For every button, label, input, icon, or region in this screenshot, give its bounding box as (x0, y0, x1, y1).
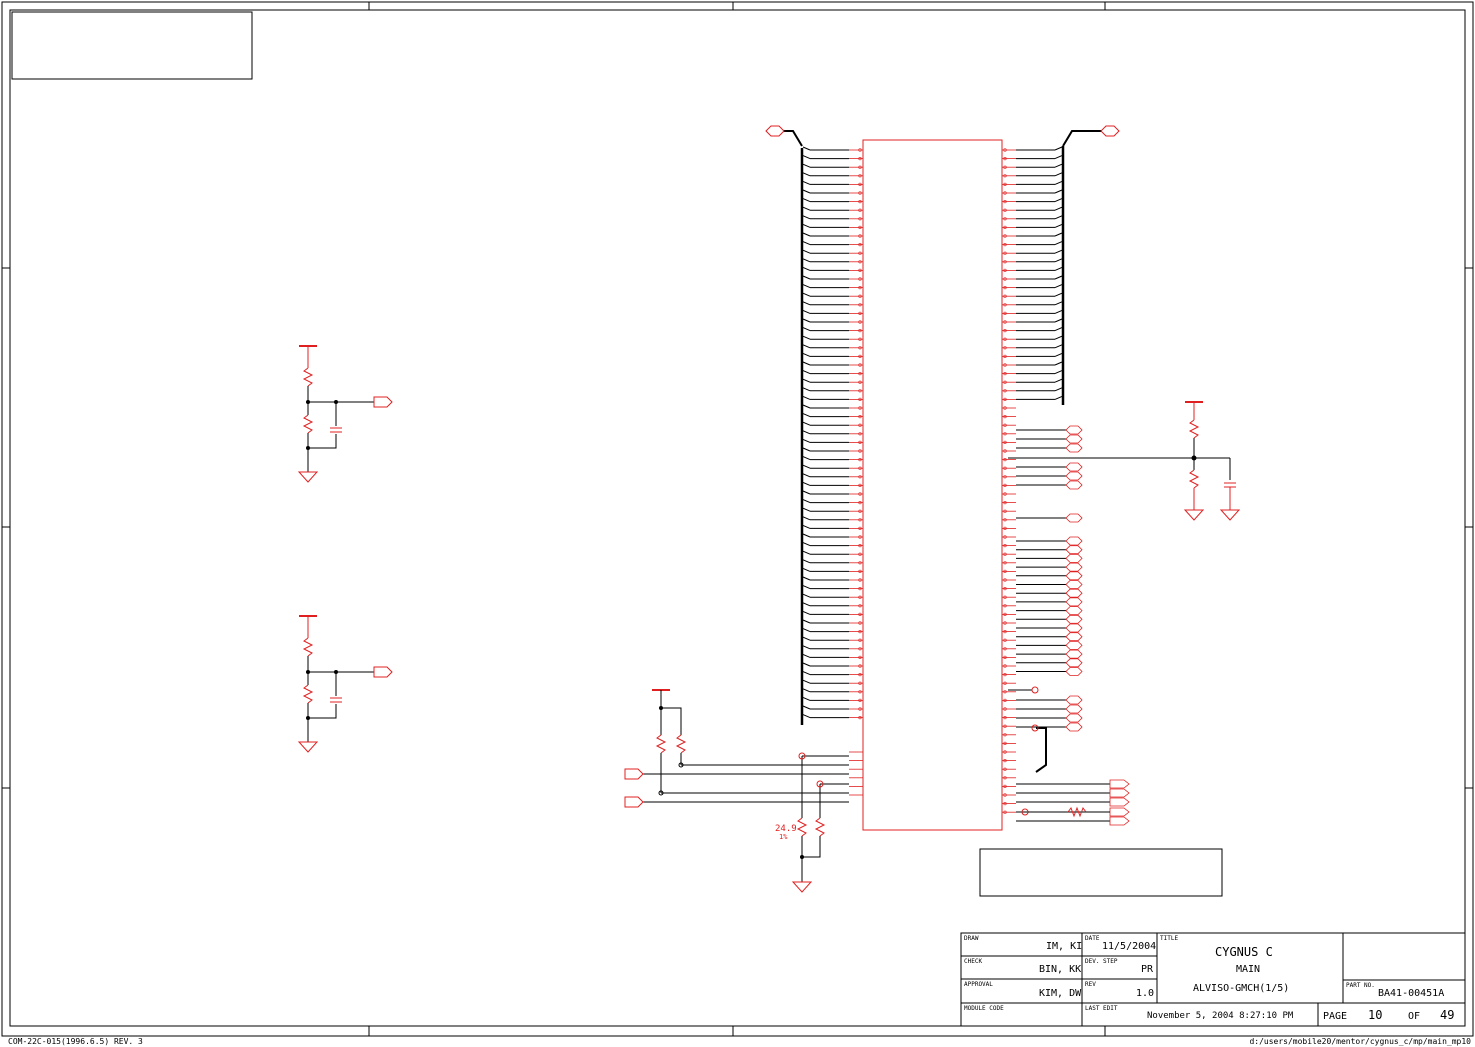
left-resistor-divider-2 (297, 615, 393, 753)
resistor-value-label: 24.9 (775, 824, 797, 834)
approval-label: APPROVAL (964, 981, 993, 988)
left-resistor-divider-1 (297, 345, 393, 483)
title-label: TITLE (1160, 935, 1179, 942)
dev-step-label: DEV. STEP (1085, 958, 1118, 965)
gmch-ic-body (862, 139, 1003, 831)
note-box-bottom (979, 848, 1223, 897)
right-data-bus (1061, 125, 1120, 405)
gmch-right-pins (1002, 146, 1063, 814)
date-value: 11/5/2004 (1102, 941, 1157, 952)
title-line-2: MAIN (1236, 964, 1261, 975)
bottom-left-resistor-network (624, 689, 849, 893)
module-code-label: MODULE CODE (964, 1005, 1004, 1012)
gmch-left-pins (802, 146, 863, 796)
page-label: PAGE (1323, 1011, 1348, 1022)
page-value: 10 (1368, 1008, 1383, 1022)
last-edit-label: LAST EDIT (1085, 1005, 1118, 1012)
title-block (960, 932, 1466, 1027)
approval-value: KIM, DW (1039, 988, 1082, 999)
right-lower-signals (1008, 686, 1110, 818)
file-path: d:/users/mobile20/mentor/cygnus_c/mp/mai… (1249, 1037, 1471, 1046)
resistor-tolerance-label: 1% (779, 833, 788, 841)
rev-label: REV (1085, 981, 1096, 988)
title-line-3: ALVISO-GMCH(1/5) (1193, 983, 1290, 994)
note-box-top-left (11, 11, 253, 80)
right-resistor-divider (1008, 401, 1241, 521)
part-no-label: PART NO. (1346, 982, 1375, 989)
part-no-value: BA41-00451A (1378, 988, 1445, 999)
of-label: OF (1408, 1011, 1421, 1022)
title-line-1: CYGNUS C (1215, 945, 1273, 959)
dev-step-value: PR (1141, 964, 1154, 975)
date-label: DATE (1085, 935, 1100, 942)
left-data-bus (765, 125, 804, 725)
check-label: CHECK (964, 958, 983, 965)
right-port-symbols (1016, 425, 1130, 826)
draw-label: DRAW (964, 935, 979, 942)
last-edit-value: November 5, 2004 8:27:10 PM (1147, 1011, 1294, 1021)
rev-value: 1.0 (1136, 988, 1155, 999)
draw-value: IM, KI (1046, 941, 1083, 952)
total-pages: 49 (1440, 1008, 1455, 1022)
check-value: BIN, KK (1039, 964, 1082, 975)
form-id: COM-22C-015(1996.6.5) REV. 3 (8, 1037, 143, 1046)
